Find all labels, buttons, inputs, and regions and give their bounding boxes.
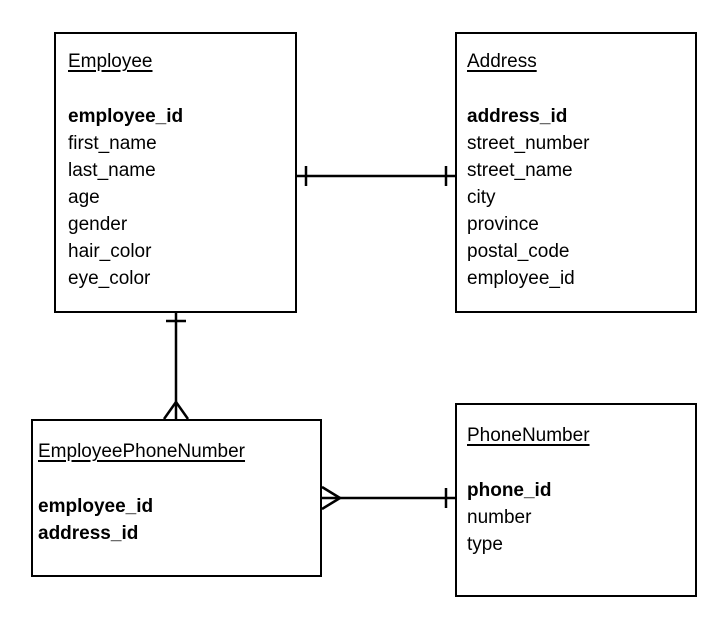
entity-title-phone-number: PhoneNumber: [467, 425, 590, 446]
attribute-row: address_id: [467, 106, 568, 127]
attribute-row: gender: [68, 214, 128, 235]
entity-address[interactable]: Address address_id street_number street_…: [455, 32, 697, 313]
attribute-row: last_name: [68, 160, 156, 181]
attribute-row: type: [467, 534, 503, 555]
attribute-row: employee_id: [38, 496, 154, 517]
attribute-row: city: [467, 187, 496, 208]
connector-employee-employeephonenumber: [162, 313, 190, 420]
attribute-row: address_id: [38, 523, 139, 544]
attribute-list-employee: employee_id first_name last_name age gen…: [68, 103, 183, 292]
attribute-row: employee_id: [467, 268, 575, 289]
entity-title-employee: Employee: [68, 51, 153, 72]
entity-employee[interactable]: Employee employee_id first_name last_nam…: [54, 32, 297, 313]
attribute-row: street_name: [467, 160, 573, 181]
attribute-row: age: [68, 187, 100, 208]
attribute-row: first_name: [68, 133, 157, 154]
connector-employeephonenumber-phonenumber: [321, 485, 455, 511]
cardinality-many-crowsfoot-epn: [162, 401, 190, 420]
cardinality-many-crowsfoot-epn-pn: [321, 485, 341, 511]
attribute-row: hair_color: [68, 241, 152, 262]
attribute-list-phone-number: phone_id number type: [467, 477, 551, 558]
entity-employee-phone-number[interactable]: EmployeePhoneNumber employee_id address_…: [31, 419, 322, 577]
attribute-row: province: [467, 214, 539, 235]
attribute-row: postal_code: [467, 241, 570, 262]
attribute-row: number: [467, 507, 532, 528]
entity-phone-number[interactable]: PhoneNumber phone_id number type: [455, 403, 697, 597]
attribute-row: eye_color: [68, 268, 151, 289]
connector-employee-address: [297, 166, 455, 186]
entity-title-address: Address: [467, 51, 537, 72]
attribute-row: employee_id: [68, 106, 184, 127]
attribute-row: phone_id: [467, 480, 552, 501]
attribute-row: street_number: [467, 133, 590, 154]
entity-title-employee-phone-number: EmployeePhoneNumber: [38, 441, 246, 462]
attribute-list-address: address_id street_number street_name cit…: [467, 103, 590, 292]
attribute-list-employee-phone-number: employee_id address_id: [38, 493, 153, 547]
